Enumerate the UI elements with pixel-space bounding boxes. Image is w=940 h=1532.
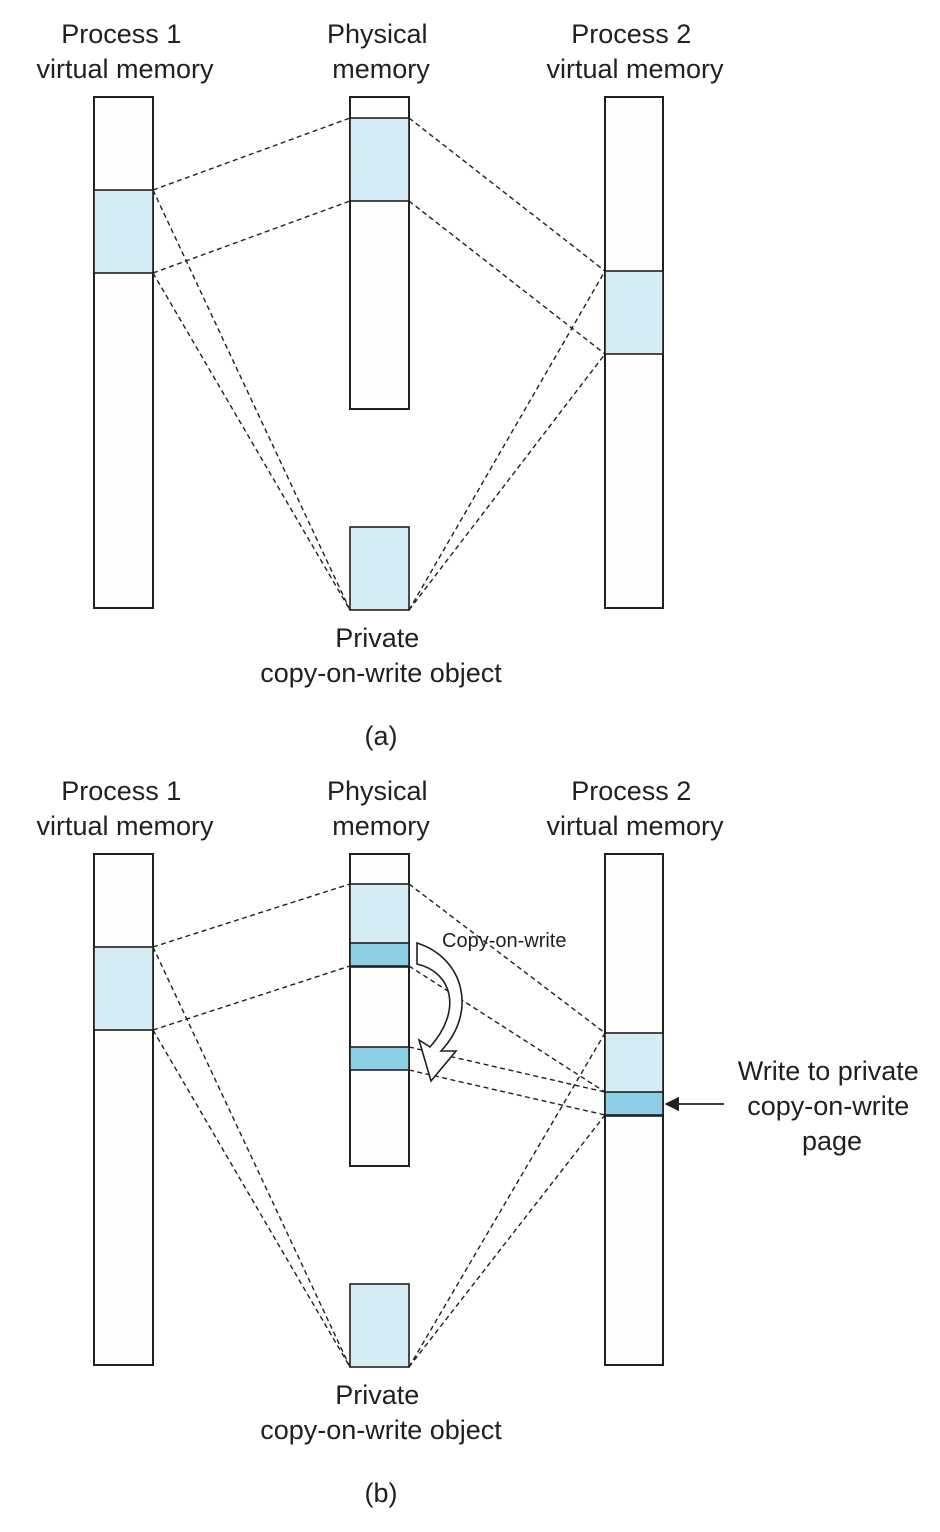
process2-label-line2: virtual memory xyxy=(546,54,724,84)
physical-memory-label-a: Physical memory xyxy=(327,19,435,84)
panel-b: Process 1 virtual memory Physical memory… xyxy=(36,776,927,1508)
mapping-lines-b xyxy=(152,883,606,1368)
private-object-label-a: Private copy-on-write object xyxy=(260,623,502,688)
object-label-line1: Private xyxy=(335,1380,419,1410)
write-label-line2: copy-on-write xyxy=(747,1091,909,1121)
write-to-private-label: Write to private copy-on-write page xyxy=(738,1056,927,1156)
private-object-b xyxy=(349,1283,410,1368)
process1-label-b: Process 1 virtual memory xyxy=(36,776,214,841)
process2-page-a xyxy=(604,270,664,355)
caption-a: (a) xyxy=(365,721,398,751)
process1-memory-column-a xyxy=(93,96,154,609)
process1-label-a: Process 1 virtual memory xyxy=(36,19,214,84)
process1-label-line1: Process 1 xyxy=(61,19,181,49)
object-label-line1: Private xyxy=(335,623,419,653)
object-label-line2: copy-on-write object xyxy=(260,658,502,688)
process2-label-line2: virtual memory xyxy=(546,811,724,841)
private-object-a xyxy=(349,526,410,611)
write-label-line3: page xyxy=(802,1126,862,1156)
panel-a: Process 1 virtual memory Physical memory… xyxy=(36,19,724,751)
process1-page-b xyxy=(93,946,154,1031)
process1-label-line1: Process 1 xyxy=(61,776,181,806)
process2-written-page xyxy=(604,1091,664,1116)
object-label-line2: copy-on-write object xyxy=(260,1415,502,1445)
private-object-label-b: Private copy-on-write object xyxy=(260,1380,502,1445)
physical-page-a xyxy=(349,117,410,202)
copy-on-write-curved-arrow xyxy=(416,941,463,1083)
process2-label-line1: Process 2 xyxy=(571,776,691,806)
physical-copied-page xyxy=(349,1046,410,1071)
mapping-lines-a xyxy=(152,117,606,611)
process2-label-b: Process 2 virtual memory xyxy=(546,776,724,841)
process1-memory-column-b xyxy=(93,853,154,1366)
physical-memory-label-b: Physical memory xyxy=(327,776,435,841)
process2-label-line1: Process 2 xyxy=(571,19,691,49)
physical-label-line1: Physical xyxy=(327,776,428,806)
caption-b: (b) xyxy=(365,1478,398,1508)
physical-original-written-page xyxy=(349,942,410,967)
process1-label-line2: virtual memory xyxy=(36,811,214,841)
process1-page-a xyxy=(93,189,154,274)
physical-label-line2: memory xyxy=(332,811,430,841)
physical-label-line2: memory xyxy=(332,54,430,84)
process1-label-line2: virtual memory xyxy=(36,54,214,84)
write-label-line1: Write to private xyxy=(738,1056,919,1086)
process2-label-a: Process 2 virtual memory xyxy=(546,19,724,84)
copy-on-write-label: Copy-on-write xyxy=(442,930,566,952)
physical-label-line1: Physical xyxy=(327,19,428,49)
